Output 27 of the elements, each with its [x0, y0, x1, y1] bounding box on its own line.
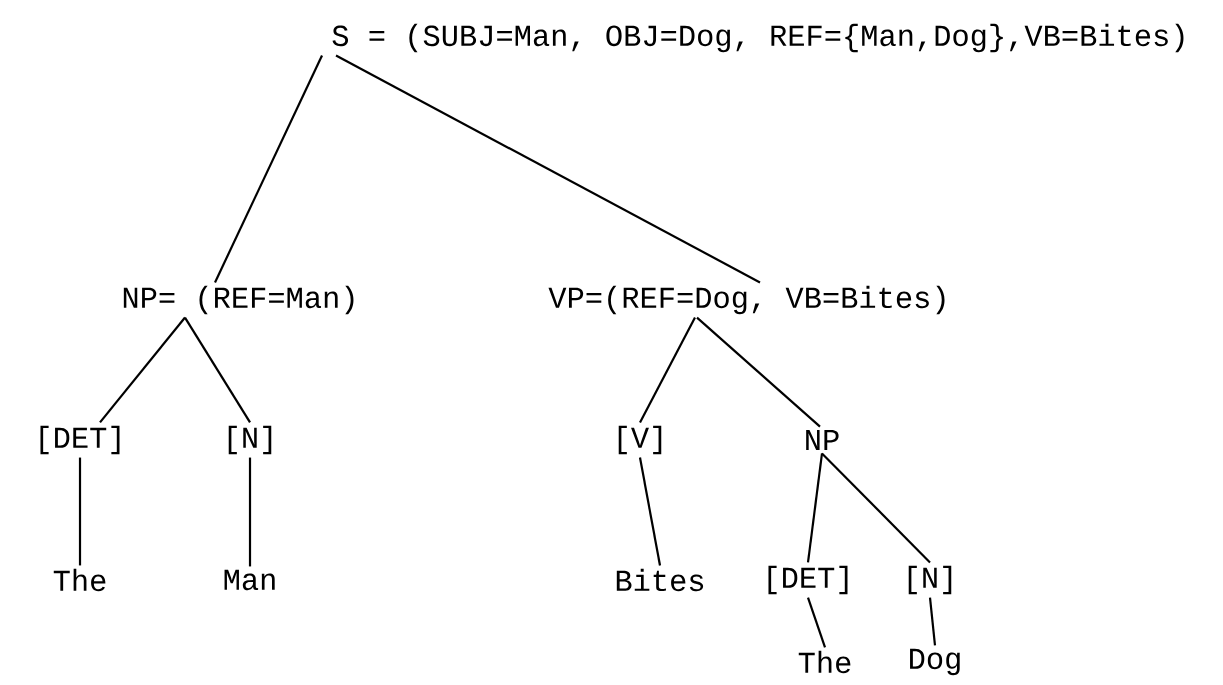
tree-label: Man — [224, 569, 275, 591]
tree-label: Dog — [910, 648, 960, 676]
tree-branch — [248, 457, 252, 567]
tree-branch — [335, 54, 761, 284]
tree-branch — [639, 317, 696, 423]
tree-branch — [214, 55, 323, 283]
tree-branch — [99, 316, 186, 424]
tree-branch — [806, 453, 824, 563]
tree-branch — [78, 457, 82, 566]
tree-label: The — [53, 568, 106, 592]
tree-label: NP — [806, 430, 839, 450]
tree-label: Bites — [616, 568, 704, 592]
tree-label: S = (SUBJ=Man, OBJ=Dog, REF={Man,Dog},VB=Bites) — [332, 23, 1184, 53]
tree-branch — [928, 597, 937, 646]
tree-label: [V] — [618, 425, 662, 455]
tree-branch — [696, 316, 821, 428]
tree-label: NP= (REF=Man) — [123, 285, 354, 315]
tree-label: [DET] — [40, 425, 120, 455]
tree-branch — [821, 452, 931, 564]
tree-label: [N] — [228, 425, 272, 455]
tree-branch — [638, 457, 662, 566]
tree-label: The — [798, 650, 851, 674]
tree-branch — [184, 317, 251, 423]
tree-branch — [806, 597, 827, 648]
tree-label: [N] — [908, 565, 952, 595]
tree-label: [DET] — [768, 565, 848, 595]
tree-label: VP=(REF=Dog, VB=Bites) — [548, 285, 945, 315]
